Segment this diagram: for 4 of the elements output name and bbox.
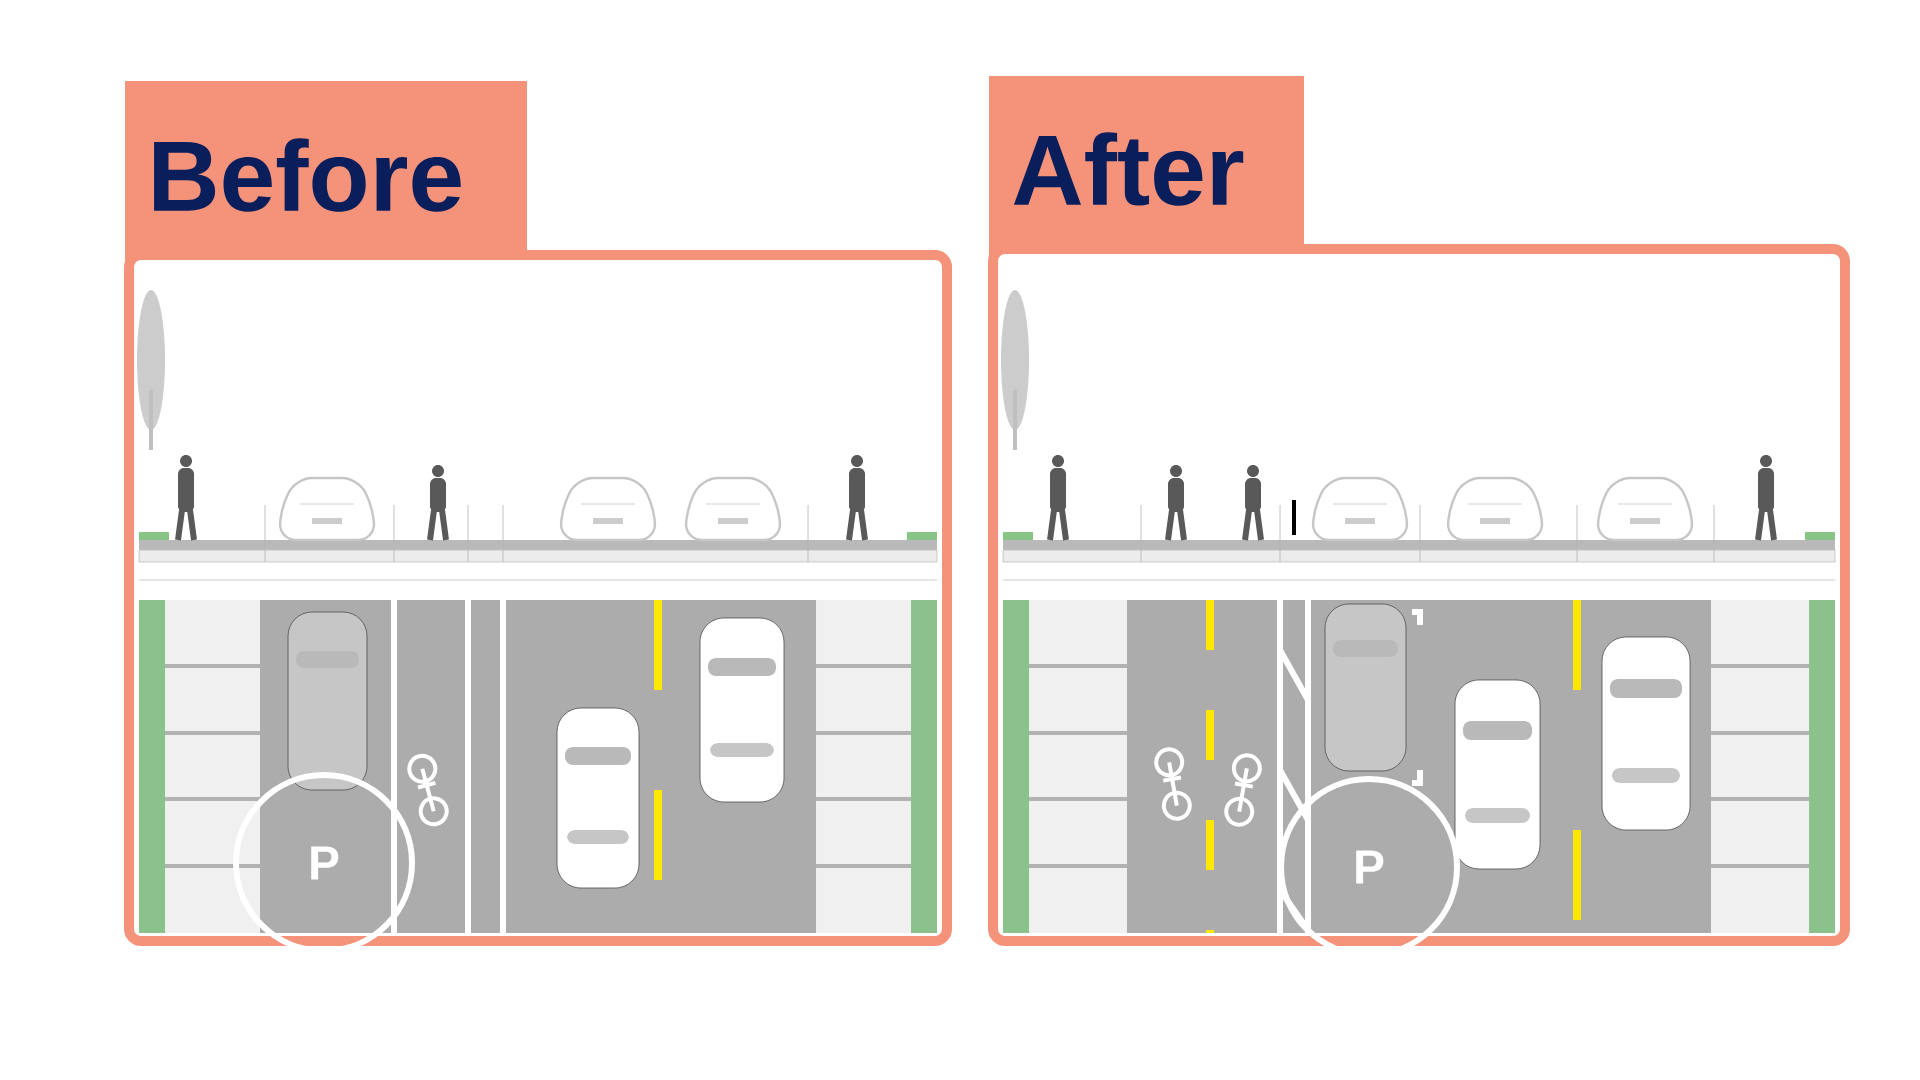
parking-sign: P — [233, 772, 415, 954]
node-label: After — [1013, 132, 1244, 206]
parking-sign: P — [1278, 776, 1460, 958]
node-label: Before — [154, 138, 461, 212]
